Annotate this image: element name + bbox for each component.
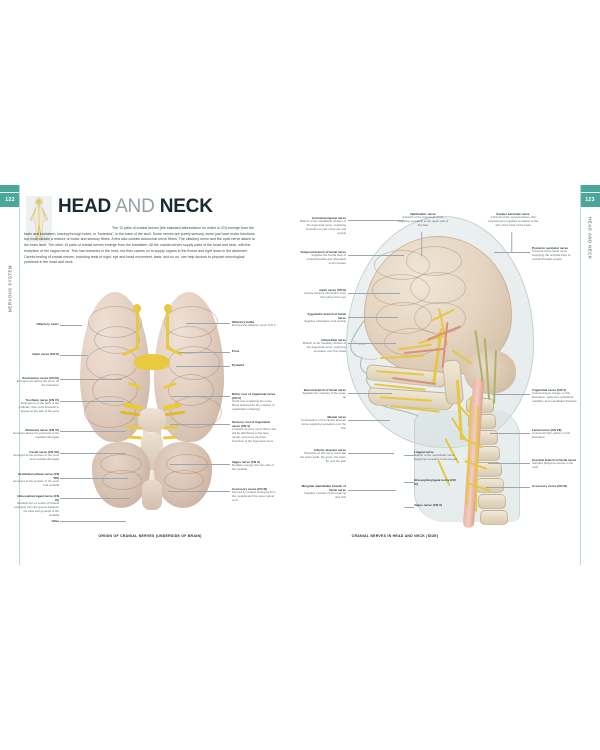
right-running-head: HEAD AND NECK [587,217,593,260]
label-cervical-branch-facial-nerve: Cervical branch of facial nerve Supplies… [532,458,577,469]
label-zygomatic-branch-facial-nerve: Zygomatic branch of facial nerve Supplie… [304,312,346,323]
head-neck-side-figure [318,210,568,529]
label-glossopharyngeal-nerve-cn9-side: Glossopharyngeal nerve (CN IX) [414,478,456,486]
page-title-word3: NECK [159,196,213,217]
label-motor-root-trigeminal-cn5: Motor root of trigeminal nerve (CN V) Sm… [232,392,276,411]
label-auriculotemporal-nerve: Auriculotemporal nerve Branch of the man… [300,216,346,235]
tab-divider-left [0,192,20,193]
label-temporal-branch-facial-nerve: Temporal branch of facial nerve Supplies… [300,250,346,265]
optic-chiasm [134,354,170,370]
label-infraorbital-nerve: Infraorbital nerve Branch of the maxilla… [302,338,346,353]
label-inferior-alveolar-nerve: Inferior alveolar nerve Branches of this… [300,448,346,463]
label-trigeminal-nerve-cn5: Trigeminal nerve (CN V) Coloured deep or… [532,388,577,403]
left-margin-rule [19,185,20,565]
page-title-word1: HEAD [58,196,112,217]
label-olfactory-bulbs: Olfactory bulbs Receive the olfactory ne… [232,320,276,327]
vertebra-c7 [478,494,506,509]
label-mental-nerve: Mental nerve Continuation of the inferio… [301,415,346,430]
brain-underside-figure [78,292,226,524]
tab-divider-right [580,192,600,193]
label-olfactory-tracts: Olfactory tracts [36,322,59,326]
label-sensory-root-trigeminal-cn5: Sensory root of trigeminal nerve (CN V) … [232,420,276,443]
intro-paragraph: The 12 pairs of cranial nerves (the stan… [24,226,256,266]
left-figure-caption: ORIGIN OF CRANIAL NERVES (UNDERSIDE OF B… [98,534,202,538]
label-oculomotor-nerve-cn3: Oculomotor nerve (CN III) Emerges just a… [16,376,59,387]
label-ophthalmic-nerve: Ophthalmic nerve A branch of the trigemi… [397,212,449,227]
label-accessory-nerve-cn11: Accessory nerve (CN XI) Formed by rootle… [232,487,276,502]
label-buccal-branch-facial-nerve: Buccal branch of facial nerve Supplies t… [302,388,346,399]
page-title-word2: AND [115,196,155,217]
left-running-head: NERVOUS SYSTEM [7,265,13,313]
right-page-tab: 123 [580,185,600,207]
label-facial-nerve-cn7: Facial nerve (CN VII) Emerges at the jun… [13,450,59,461]
nervous-system-body-icon [26,196,52,242]
label-accessory-nerve-cn11-side: Accessory nerve (CN XI) [532,484,568,488]
label-greater-auricular-nerve: Greater auricular nerve A branch of the … [487,212,539,227]
label-vagus-nerve-cn10: Vagus nerve (CN X) Rootlets emerge from … [232,460,274,471]
label-vestibulocochlear-nerve-cn8: Vestibulocochlear nerve (CN VIII) Emerge… [13,472,59,487]
right-page-folio: 123 [585,197,595,203]
intro-text: The 12 pairs of cranial nerves (the stan… [24,226,256,265]
left-page-tab: 122 [0,185,20,207]
right-figure-caption: CRANIAL NERVES IN HEAD AND NECK (SIDE) [351,534,439,538]
label-posterior-auricular-nerve: Posterior auricular nerve A branch of th… [532,246,571,261]
vertebra-t1 [480,510,508,525]
page-title: HEAD AND NECK [58,196,213,218]
label-glossopharyngeal-nerve-cn9: Glossopharyngeal nerve (CN IX) Rootlets … [14,494,59,517]
label-trochlear-nerve-cn4: Trochlear nerve (CN IV) Emerges from the… [18,398,59,413]
label-olive: Olive [51,519,59,523]
label-lingual-nerve: Lingual nerve Branch of the mandibular n… [414,450,458,461]
label-abducent-nerve-cn6: Abducent nerve (CN VI) Emerges above the… [13,428,59,439]
label-facial-nerve-cn7-side: Facial nerve (CN VII) Coloured bright ye… [532,428,570,439]
label-pons: Pons [232,349,240,353]
label-optic-nerve-side: Optic nerve (CN II) Carries sensory info… [304,288,346,299]
label-optic-nerve-cn2: Optic nerve (CN II) [32,352,59,356]
label-pyramid: Pyramid [232,363,244,367]
right-margin-rule [580,185,581,565]
body-silhouette-icon [29,197,49,241]
label-marginal-mandibular-branch-facial-nerve: Marginal mandibular branch of facial ner… [301,484,346,499]
left-page-folio: 122 [5,197,15,203]
label-vagus-nerve-cn10-side: Vagus nerve (CN X) [414,503,442,507]
